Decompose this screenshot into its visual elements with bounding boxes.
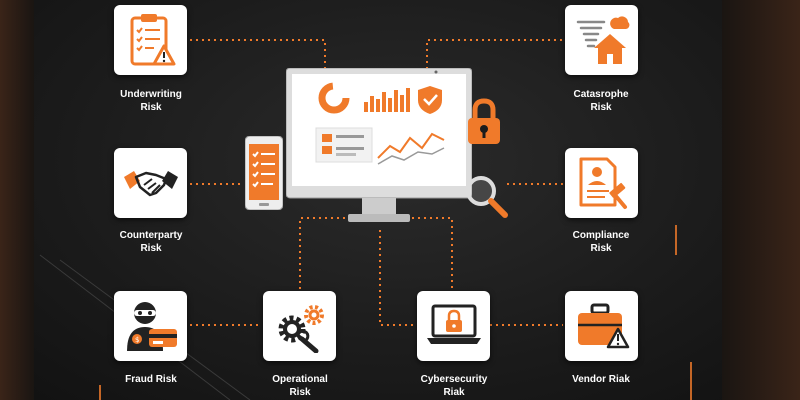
left-edge-glow [0,0,34,400]
magnifier-icon [466,176,508,218]
gears-wrench-icon [278,305,324,353]
catastrophe-card[interactable] [565,5,638,75]
compliance-card[interactable] [565,148,638,218]
counterparty-label: Counterparty Risk [119,230,183,254]
underwriting-card[interactable] [114,5,187,75]
smartphone-checklist-icon [245,136,283,210]
connector-catastrophe [426,39,562,72]
clipboard-warning-icon [130,14,175,66]
briefcase-warning-icon [577,303,629,349]
padlock-icon [468,98,500,144]
connector-hub-down [379,230,415,326]
connector-underwriting [190,39,326,72]
laptop-lock-icon [426,304,481,344]
vendor-card[interactable] [565,291,638,361]
svg-text:$: $ [135,336,139,344]
connector-cybersecurity [400,217,453,295]
masked-thief-card-icon: $ [126,302,177,351]
monitor-dashboard-icon [286,68,472,222]
fraud-card[interactable]: $ [114,291,187,361]
counterparty-card[interactable] [114,148,187,218]
right-edge-glow [722,0,800,400]
cybersecurity-card[interactable] [417,291,490,361]
operational-card[interactable] [263,291,336,361]
compliance-label: Compliance Risk [572,230,630,254]
cybersecurity-label: Cybersecurity Riak [420,374,488,398]
vendor-label: Vendor Riak [572,374,630,385]
catastrophe-label: Catasrophe Risk [573,89,629,113]
handshake-icon [123,171,178,197]
operational-label: Operational Risk [272,374,328,398]
fraud-label: Fraud Risk [125,374,177,385]
tornado-house-icon [576,16,629,64]
underwriting-label: Underwriting Risk [120,89,182,113]
document-gavel-icon [579,157,627,209]
connector-operational [299,217,360,295]
